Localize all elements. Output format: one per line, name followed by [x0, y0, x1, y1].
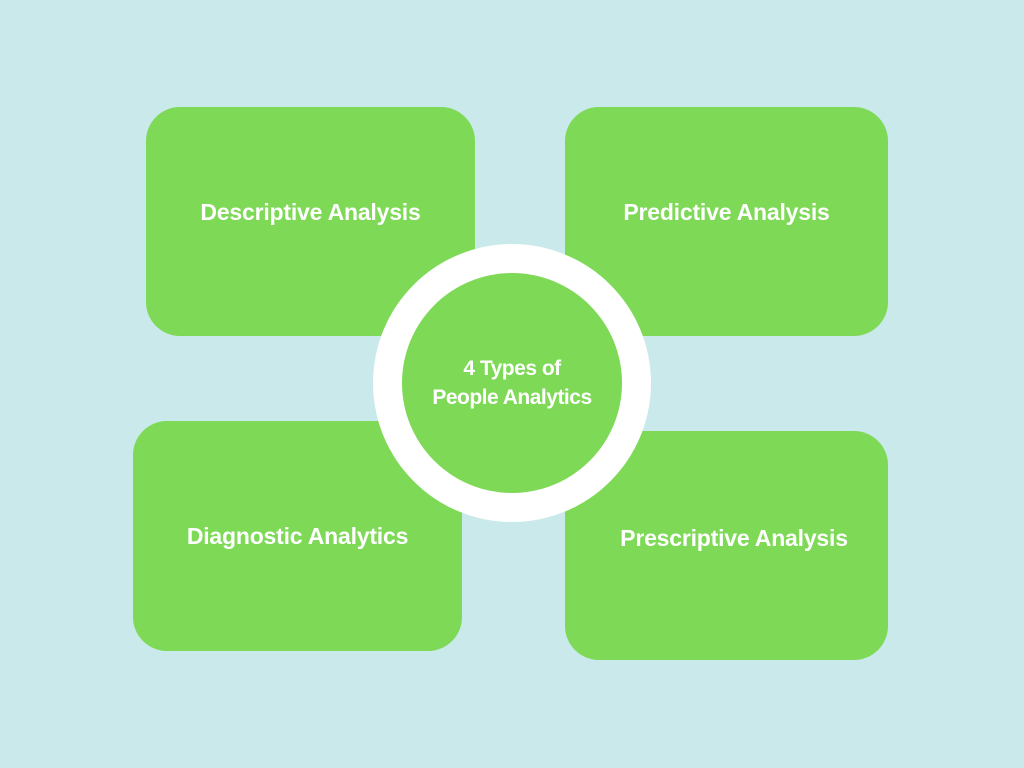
box-label: Descriptive Analysis	[200, 199, 421, 225]
box-diagnostic-analytics: Diagnostic Analytics	[133, 421, 462, 651]
box-label: Prescriptive Analysis	[620, 525, 848, 551]
center-title-line2: People Analytics	[432, 386, 592, 409]
box-descriptive-analysis: Descriptive Analysis	[146, 107, 475, 336]
center-circle: 4 Types of People Analytics	[402, 273, 622, 493]
center-title-line1: 4 Types of	[463, 357, 561, 380]
box-label: Diagnostic Analytics	[186, 523, 409, 549]
box-label: Predictive Analysis	[623, 199, 830, 225]
center-ring: 4 Types of People Analytics	[373, 244, 651, 522]
